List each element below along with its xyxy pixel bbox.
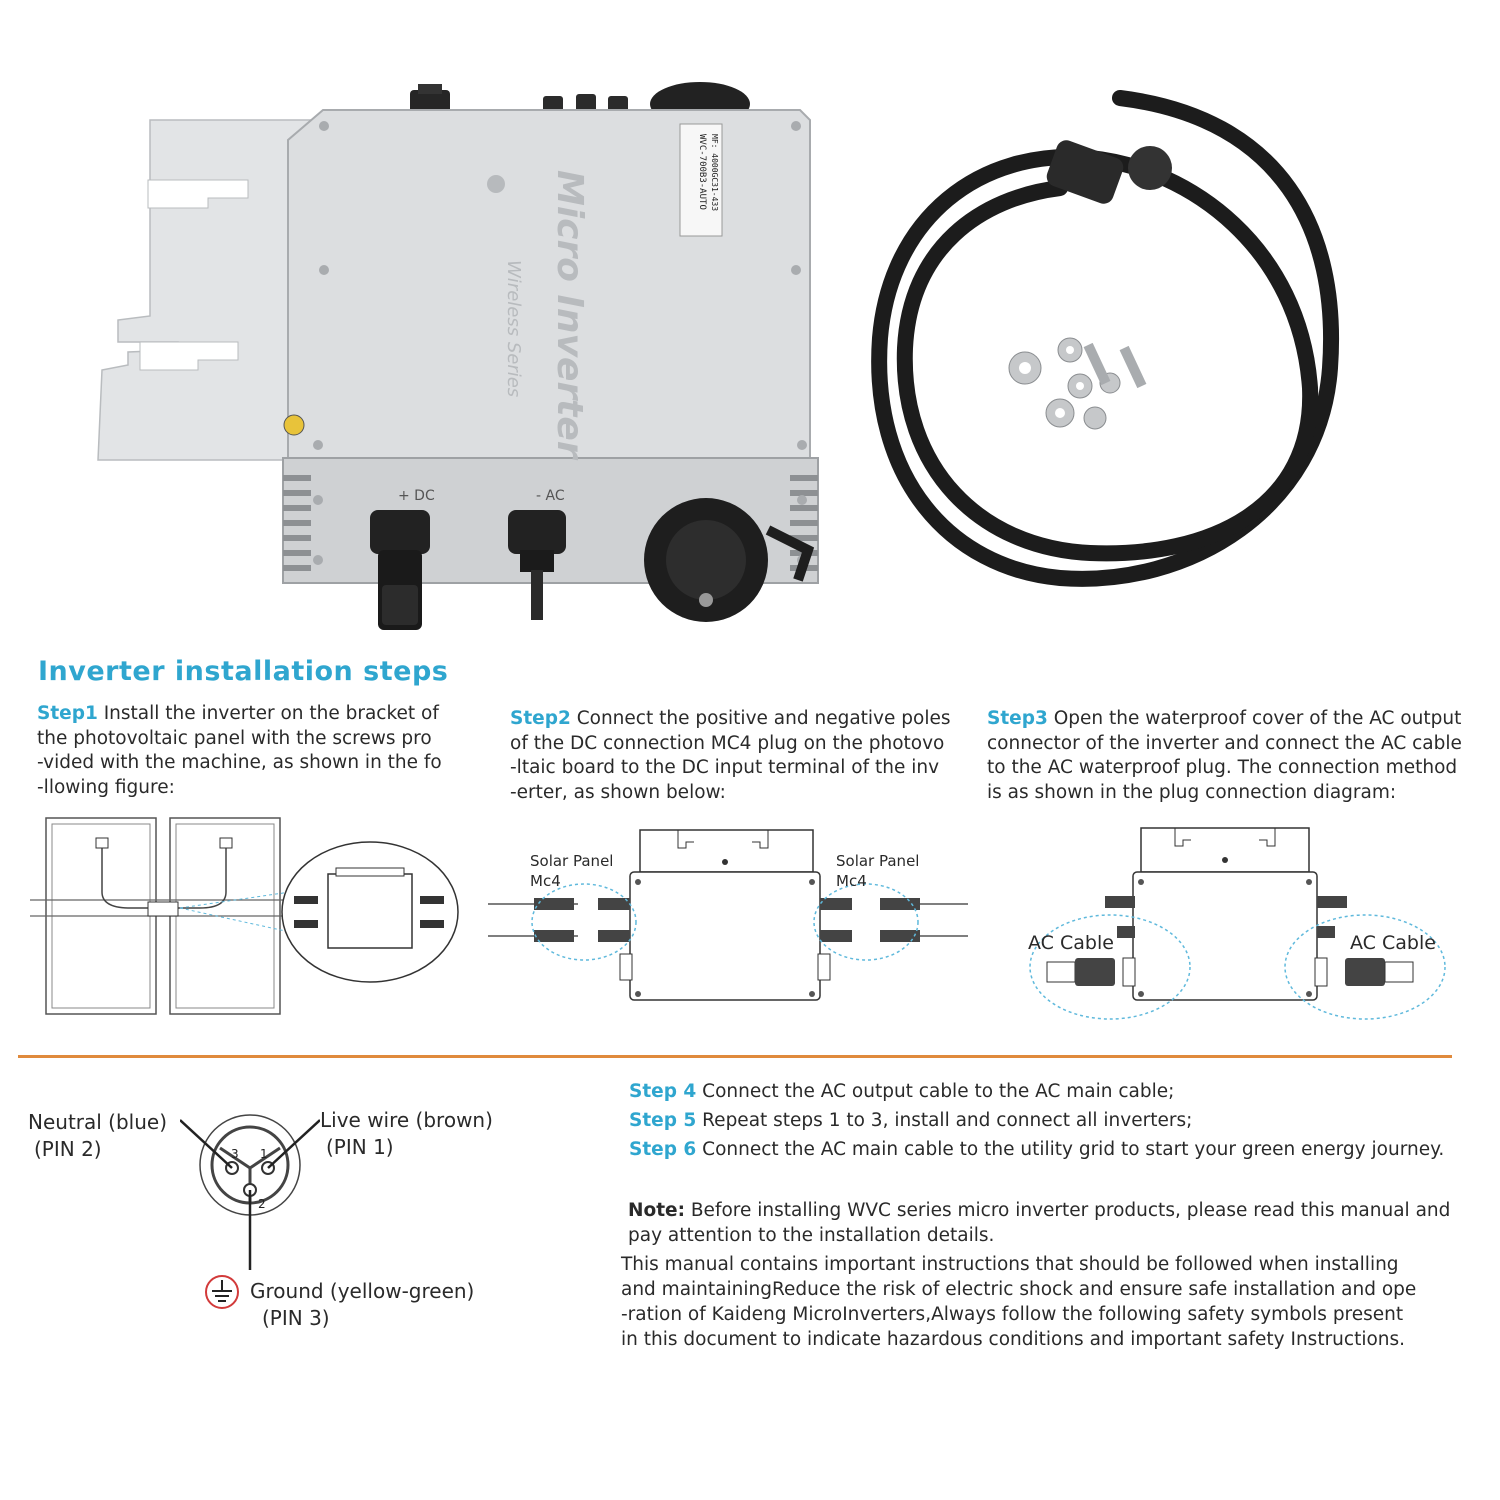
pin-number-1: 1 — [260, 1147, 268, 1161]
ac-cable-label-right: AC Cable — [1350, 932, 1436, 954]
ac-waterproof-connector — [644, 498, 815, 622]
neutral-pin-label: (PIN 2) — [34, 1137, 102, 1161]
mc4-connector-male — [508, 510, 566, 620]
mounting-hardware — [1008, 337, 1147, 430]
sticker-model: WVC-700B3-AUTO — [697, 134, 707, 210]
step-3: Step3 Open the waterproof cover of the A… — [987, 708, 1462, 803]
ac-cable-plug — [1046, 140, 1172, 204]
mc4-label-right: Mc4 — [836, 872, 867, 890]
step-2: Step2 Connect the positive and negative … — [510, 708, 951, 803]
inverter-label: Micro Inverter — [549, 170, 590, 461]
step-1: Step1 Install the inverter on the bracke… — [37, 703, 442, 798]
ground-symbol-icon — [205, 1275, 239, 1309]
solar-panel-label-left: Solar Panel — [530, 852, 614, 870]
neutral-label: Neutral (blue) — [28, 1110, 168, 1134]
page-title: Inverter installation steps — [38, 656, 449, 687]
live-pin-label: (PIN 1) — [326, 1135, 394, 1159]
mc4-label-left: Mc4 — [530, 872, 561, 890]
solar-panel-label-right: Solar Panel — [836, 852, 920, 870]
ac-cable-label-left: AC Cable — [1028, 932, 1114, 954]
step3-ac-connection-diagram — [1029, 827, 1446, 1020]
ac-plug-pin-diagram: 3 1 2 — [180, 1114, 320, 1270]
step1-bracket-diagram — [30, 817, 459, 1015]
ground-pin-label: (PIN 3) — [262, 1306, 330, 1330]
ac-plug-left — [1046, 958, 1115, 986]
ground-label: Ground (yellow-green) — [250, 1279, 475, 1303]
note-paragraph: Note: Before installing WVC series micro… — [628, 1200, 1451, 1246]
note-body: This manual contains important instructi… — [621, 1254, 1417, 1350]
step2-dc-connection-diagram — [488, 829, 968, 1001]
inverter-sublabel: Wireless Series — [503, 260, 524, 397]
pin-number-2: 2 — [258, 1197, 266, 1211]
live-label: Live wire (brown) — [320, 1108, 493, 1132]
pin-number-3: 3 — [231, 1147, 239, 1161]
ac-cable-photo — [871, 90, 1339, 587]
inverter-photo: WVC-700B3-AUTO MF: 4000GC31-433 Micro In… — [97, 82, 819, 630]
port-dc-label: + DC — [398, 488, 435, 504]
step-5: Step 5 Repeat steps 1 to 3, install and … — [629, 1110, 1193, 1131]
sticker-serial: MF: 4000GC31-433 — [710, 134, 719, 211]
mc4-connector-female — [370, 510, 430, 630]
step-6: Step 6 Connect the AC main cable to the … — [629, 1139, 1445, 1160]
step-4: Step 4 Connect the AC output cable to th… — [629, 1081, 1175, 1102]
ac-plug-right — [1345, 958, 1414, 986]
section-divider — [18, 1055, 1452, 1058]
port-ac-label: - AC — [536, 488, 565, 504]
